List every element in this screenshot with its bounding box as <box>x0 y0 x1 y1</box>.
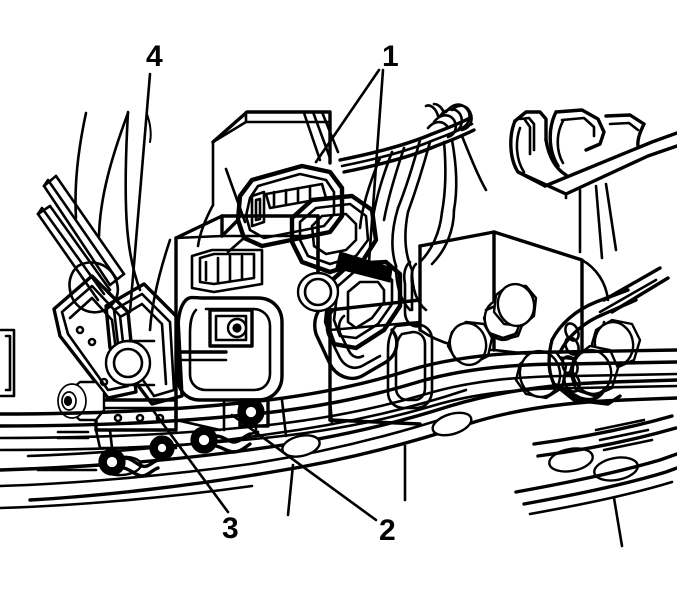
upper-cover-block <box>196 110 340 248</box>
callout-4-leader-1 <box>128 72 152 314</box>
callout-1-leader-2 <box>367 68 385 264</box>
foreground-details <box>0 328 654 452</box>
wire-harness <box>338 102 488 312</box>
callout-2-leader-1 <box>230 413 378 522</box>
left-link-arms <box>52 274 184 450</box>
tick-center-rail <box>286 463 295 517</box>
callout-4: 4 <box>146 40 163 73</box>
right-bracket-frame <box>509 108 677 260</box>
callout-1-leader-1 <box>314 68 381 164</box>
callout-1: 1 <box>382 40 399 73</box>
callout-2: 2 <box>379 514 396 547</box>
rail-clamps <box>36 398 270 478</box>
unlabeled-tick-group <box>286 444 624 548</box>
callout-3-leader-1 <box>150 407 230 514</box>
callout-group: 4 1 3 2 <box>128 40 399 547</box>
callout-3: 3 <box>222 512 239 545</box>
frame-rails <box>0 348 677 516</box>
tick-right-rail <box>612 496 624 548</box>
